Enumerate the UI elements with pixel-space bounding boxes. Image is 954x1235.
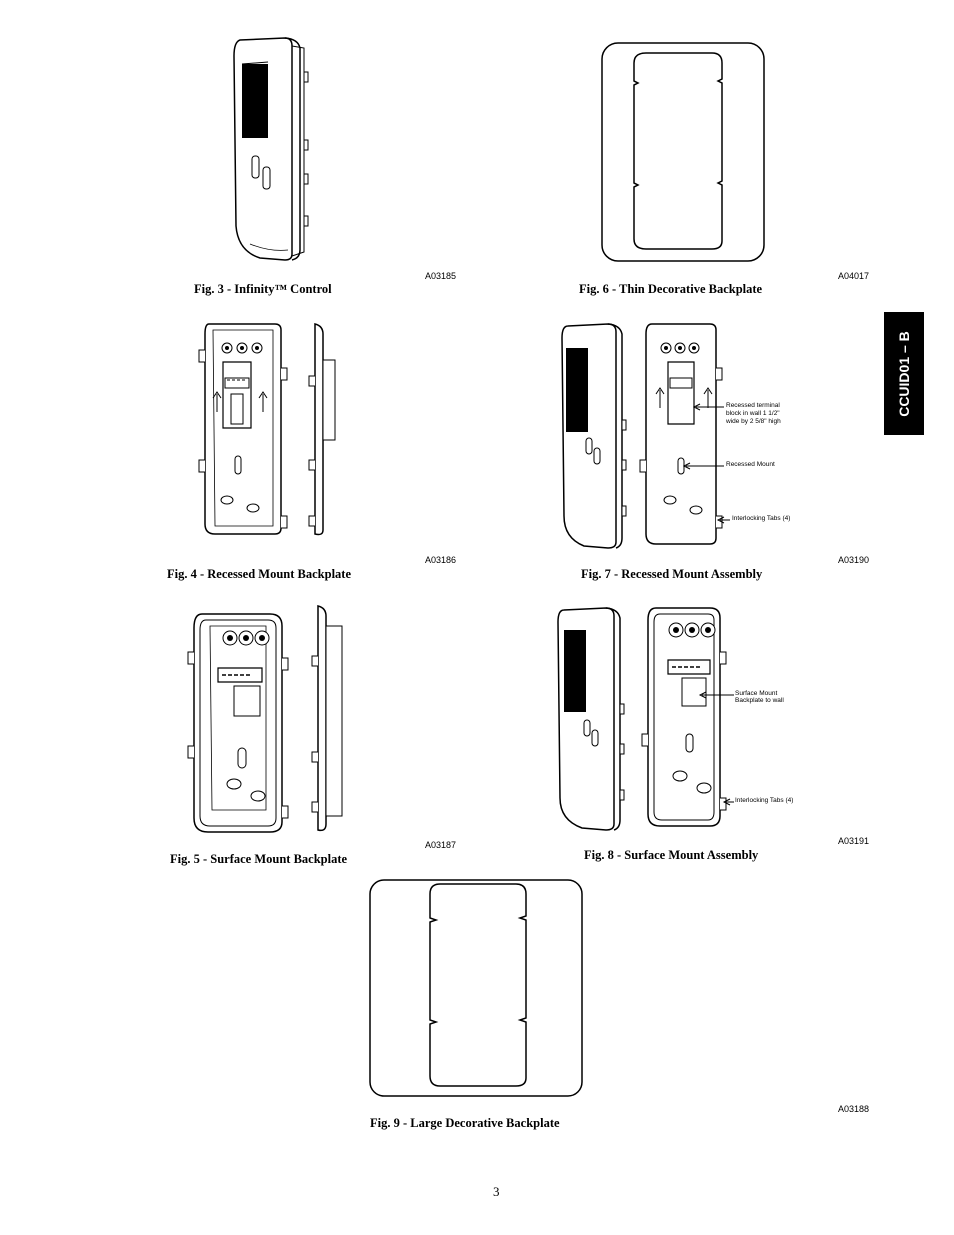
fig3-infinity-control-drawing xyxy=(230,36,310,261)
fig3-caption: Fig. 3 - Infinity™ Control xyxy=(194,282,332,296)
page-number: 3 xyxy=(493,1184,500,1199)
fig9-code: A03188 xyxy=(838,1104,870,1114)
fig7-callout-recessed-mount: Recessed Mount xyxy=(726,461,775,468)
fig5-surface-backplate-drawing xyxy=(188,606,358,834)
fig4-code: A03186 xyxy=(425,555,457,565)
fig7-caption: Fig. 7 - Recessed Mount Assembly xyxy=(581,567,763,581)
fig8-callout-interlocking-tabs: Interlocking Tabs (4) xyxy=(735,797,794,804)
fig4-recessed-backplate-drawing xyxy=(195,320,355,538)
fig4-caption: Fig. 4 - Recessed Mount Backplate xyxy=(167,567,352,581)
document-id-side-tab: CCUID01 – B xyxy=(884,312,924,435)
fig5-caption: Fig. 5 - Surface Mount Backplate xyxy=(170,852,348,866)
fig3-code: A03185 xyxy=(425,271,457,281)
fig7-callout-terminal-line1: Recessed terminal xyxy=(726,402,780,409)
fig6-code: A04017 xyxy=(838,271,870,281)
fig9-large-backplate-drawing xyxy=(368,878,586,1098)
document-id-text: CCUID01 – B xyxy=(896,330,912,417)
fig8-callout-surface-line2: Backplate to wall xyxy=(735,697,784,704)
fig7-callout-terminal-line3: wide by 2 5/8" high xyxy=(726,418,781,425)
fig8-caption: Fig. 8 - Surface Mount Assembly xyxy=(584,848,759,862)
fig7-code: A03190 xyxy=(838,555,870,565)
fig7-callout-terminal-line2: block in wall 1 1/2" xyxy=(726,410,780,417)
fig8-surface-assembly-drawing xyxy=(556,604,730,832)
fig6-caption: Fig. 6 - Thin Decorative Backplate xyxy=(579,282,763,296)
fig9-caption: Fig. 9 - Large Decorative Backplate xyxy=(370,1116,560,1130)
fig5-code: A03187 xyxy=(425,840,457,850)
fig6-thin-backplate-drawing xyxy=(600,41,768,264)
fig7-callout-interlocking-tabs: Interlocking Tabs (4) xyxy=(732,515,791,522)
fig8-code: A03191 xyxy=(838,836,870,846)
fig7-recessed-assembly-drawing xyxy=(560,320,730,550)
fig8-callout-surface-line1: Surface Mount xyxy=(735,690,778,697)
